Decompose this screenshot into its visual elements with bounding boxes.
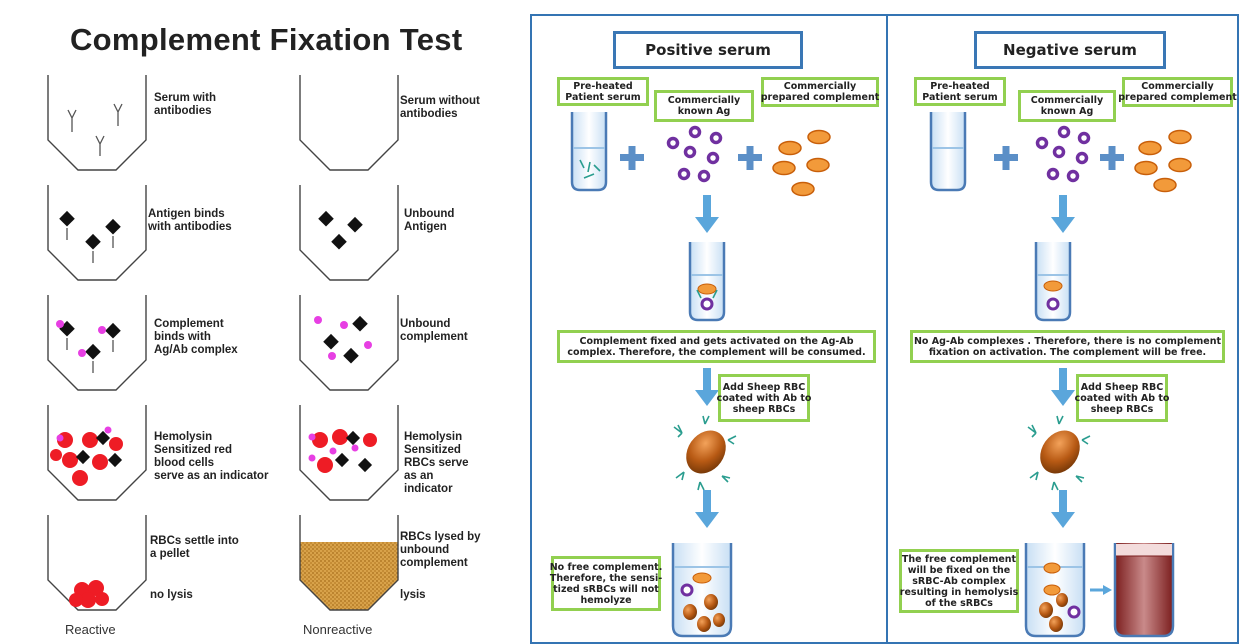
negative-preheated-label: Pre-heated Patient serum xyxy=(914,77,1006,106)
page-title: Complement Fixation Test xyxy=(70,22,463,57)
positive-header: Positive serum xyxy=(613,31,803,69)
negative-fixed-label: No Ag-Ab complexes . Therefore, there is… xyxy=(910,330,1225,363)
arrow-down-icon xyxy=(1051,490,1075,528)
reactive-tube-5 xyxy=(47,515,147,611)
positive-add-rbc-label: Add Sheep RBC coated with Ab to sheep RB… xyxy=(717,374,811,422)
arrow-right-icon xyxy=(1090,585,1112,595)
nonreactive-tube-3 xyxy=(299,295,399,391)
positive-illustrations xyxy=(570,112,831,638)
negative-ag-label: Commercially known Ag xyxy=(1018,90,1116,122)
reactive-step-3-label: Complement binds with Ag/Ab complex xyxy=(154,318,238,356)
antigen-cluster xyxy=(1035,125,1091,183)
positive-result-label: No free complement. Therefore, the sensi… xyxy=(550,556,662,611)
nonreactive-tube-4 xyxy=(299,405,399,501)
arrow-down-icon xyxy=(695,195,719,233)
complement-cluster xyxy=(1134,129,1192,193)
negative-serum-tube xyxy=(929,112,967,192)
negative-illustrations xyxy=(929,112,1192,638)
reactive-note: no lysis xyxy=(150,589,193,601)
reactive-step-4-label: Hemolysin Sensitized red blood cells ser… xyxy=(154,431,269,482)
positive-mix-tube xyxy=(688,242,726,322)
reactive-step-2-label: Antigen binds with antibodies xyxy=(148,208,232,233)
plus-icon xyxy=(738,146,762,170)
arrow-down-icon xyxy=(1051,195,1075,233)
reactive-tube-4 xyxy=(47,405,147,501)
positive-preheated-label: Pre-heated Patient serum xyxy=(557,77,649,106)
nonreactive-tube-1 xyxy=(299,75,399,171)
positive-serum-tube xyxy=(570,112,608,192)
arrow-down-icon xyxy=(695,490,719,528)
negative-add-rbc-label: Add Sheep RBC coated with Ab to sheep RB… xyxy=(1075,374,1169,422)
negative-result-label: The free complement will be fixed on the… xyxy=(899,549,1019,613)
hemolyzed-tube xyxy=(1113,543,1175,638)
nonreactive-label: Nonreactive xyxy=(303,622,373,637)
negative-complement-label: Commercially prepared complement xyxy=(1118,77,1237,107)
plus-icon xyxy=(620,146,644,170)
reactive-tube-2 xyxy=(47,185,147,281)
reactive-tube-1 xyxy=(47,75,147,171)
left-diagram xyxy=(47,75,399,611)
positive-result-tube xyxy=(671,543,733,638)
negative-panel xyxy=(886,14,1239,644)
nonreactive-step-5-label: RBCs lysed by unbound complement xyxy=(400,531,481,569)
arrow-down-icon xyxy=(695,368,719,406)
sheep-rbc xyxy=(673,415,737,491)
nonreactive-tube-2 xyxy=(299,185,399,281)
nonreactive-step-4-label: Hemolysin Sensitized RBCs serve as an in… xyxy=(404,431,469,495)
reactive-step-1-label: Serum with antibodies xyxy=(154,92,216,117)
nonreactive-step-1-label: Serum without antibodies xyxy=(400,95,480,120)
reactive-label: Reactive xyxy=(65,622,116,637)
reactive-tube-3 xyxy=(47,295,147,391)
nonreactive-tube-5 xyxy=(299,515,399,611)
plus-icon xyxy=(1100,146,1124,170)
positive-complement-label: Commercially prepared complement xyxy=(761,77,879,107)
sheep-rbc xyxy=(1027,415,1091,491)
negative-header: Negative serum xyxy=(974,31,1166,69)
positive-fixed-label: Complement fixed and gets activated on t… xyxy=(557,330,876,363)
positive-ag-label: Commercially known Ag xyxy=(654,90,754,122)
nonreactive-step-3-label: Unbound complement xyxy=(400,318,468,343)
antigen-cluster xyxy=(666,125,723,183)
nonreactive-note: lysis xyxy=(400,589,426,601)
arrow-down-icon xyxy=(1051,368,1075,406)
complement-cluster xyxy=(772,129,831,197)
negative-result-tube xyxy=(1024,543,1086,638)
reactive-step-5-label: RBCs settle into a pellet xyxy=(150,535,239,560)
negative-mix-tube xyxy=(1034,242,1072,322)
nonreactive-step-2-label: Unbound Antigen xyxy=(404,208,455,233)
plus-icon xyxy=(994,146,1018,170)
